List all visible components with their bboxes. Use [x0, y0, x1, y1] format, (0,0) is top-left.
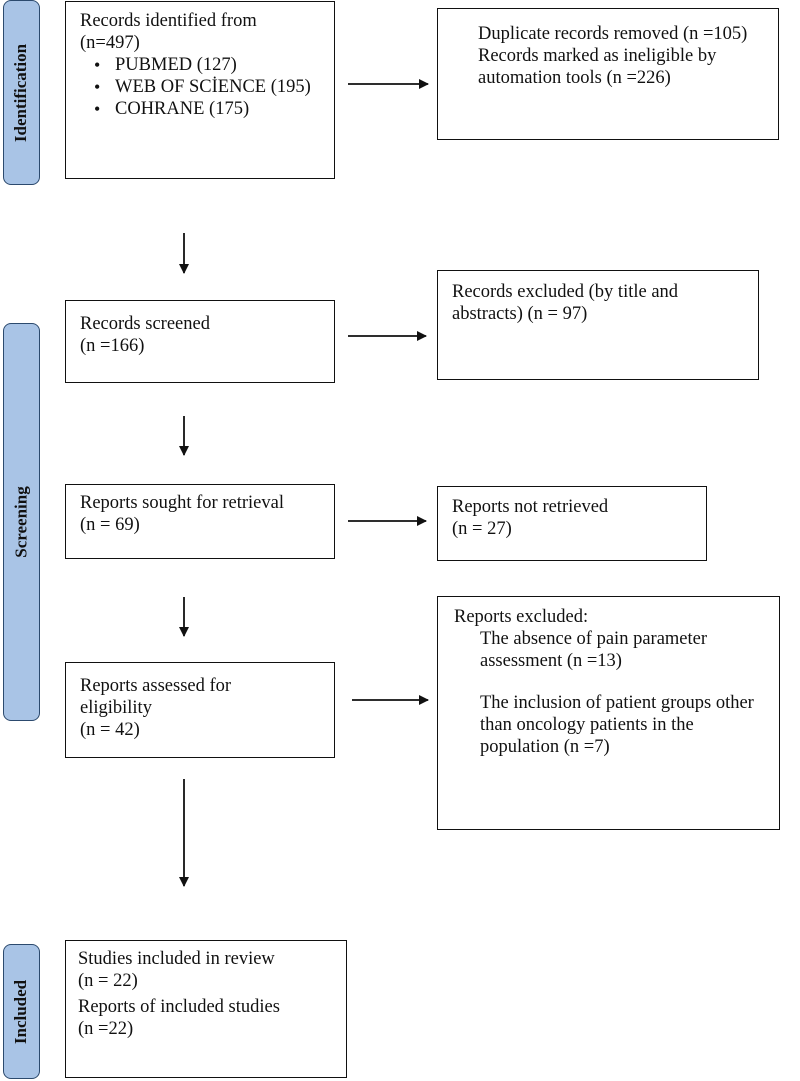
reports-sought-box: Reports sought for retrieval (n = 69) [65, 484, 335, 559]
reports-not-retrieved-box: Reports not retrieved (n = 27) [437, 486, 707, 561]
reports-not-retrieved-title: Reports not retrieved [452, 497, 609, 517]
exclusion-reason: The absence of pain parameter assessment… [480, 629, 708, 671]
records-screened-box: Records screened (n =166) [65, 300, 335, 383]
studies-included-box: Studies included in review (n = 22) Repo… [65, 940, 347, 1078]
source-item: PUBMED (127) [80, 54, 324, 76]
phase-screening: Screening [3, 323, 40, 721]
source-item: WEB OF SCİENCE (195) [80, 76, 324, 98]
exclusion-reason: The inclusion of patient groups other th… [480, 693, 754, 757]
source-list: PUBMED (127) WEB OF SCİENCE (195) COHRAN… [80, 54, 324, 120]
reports-included-title: Reports of included studies [78, 997, 280, 1017]
studies-included-title: Studies included in review [78, 949, 275, 969]
records-identified-title: Records identified from [80, 11, 257, 31]
source-item: COHRANE (175) [80, 98, 324, 120]
reports-assessed-box: Reports assessed for eligibility (n = 42… [65, 662, 335, 758]
records-excluded-text: Records excluded (by title and abstracts… [452, 282, 679, 324]
studies-included-count: (n = 22) [78, 971, 138, 991]
phase-included: Included [3, 944, 40, 1079]
reports-excluded-box: Reports excluded: The absence of pain pa… [437, 596, 780, 830]
records-screened-title: Records screened [80, 314, 210, 334]
reports-included-count: (n =22) [78, 1019, 134, 1039]
ineligible-records-text: Records marked as ineligible by automati… [478, 46, 717, 88]
reports-sought-count: (n = 69) [80, 515, 140, 535]
duplicates-removed-text: Duplicate records removed (n =105) [478, 24, 748, 44]
records-identified-box: Records identified from (n=497) PUBMED (… [65, 1, 335, 179]
records-excluded-box: Records excluded (by title and abstracts… [437, 270, 759, 380]
reports-assessed-title: Reports assessed for eligibility [80, 676, 232, 718]
reports-excluded-title: Reports excluded: [454, 607, 589, 627]
reports-not-retrieved-count: (n = 27) [452, 519, 512, 539]
records-identified-count: (n=497) [80, 33, 140, 53]
phase-identification: Identification [3, 0, 40, 185]
reports-sought-title: Reports sought for retrieval [80, 493, 284, 513]
records-screened-count: (n =166) [80, 336, 145, 356]
records-removed-box: Duplicate records removed (n =105) Recor… [437, 8, 779, 140]
reports-assessed-count: (n = 42) [80, 720, 140, 740]
